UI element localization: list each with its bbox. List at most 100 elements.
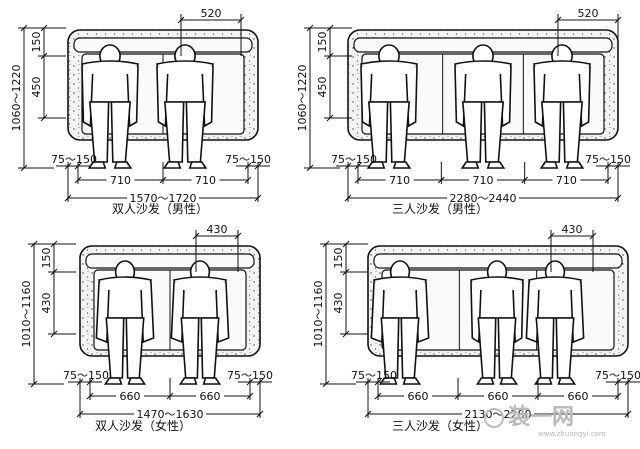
dim-seat-label: 710 — [556, 174, 577, 187]
figure-left-arm — [95, 281, 110, 344]
dim-tick — [254, 194, 262, 202]
dim-top-label: 430 — [562, 223, 583, 236]
dim-arm-left-label: 75～150 — [51, 153, 97, 166]
dim-top-label: 430 — [207, 223, 228, 236]
dim-tick — [244, 176, 252, 184]
dim-arm-right-label: 75～150 — [585, 153, 631, 166]
dim-arm-left-label: 75～150 — [63, 369, 109, 382]
dim-tick — [256, 410, 264, 418]
dim-tick — [86, 392, 94, 400]
seated-figure — [525, 260, 585, 385]
dim-depth-label: 450 — [316, 77, 329, 98]
figure-right-foot — [188, 161, 208, 169]
dim-seat-label: 660 — [568, 390, 589, 403]
figure-right-foot — [113, 161, 133, 169]
figure-right-foot — [127, 377, 147, 385]
dim-top-label: 520 — [201, 7, 222, 20]
figure-right-leg — [125, 317, 145, 379]
dim-tick — [521, 176, 529, 184]
dim-tick — [306, 164, 314, 172]
panel-caption: 双人沙发（女性） — [95, 418, 191, 433]
dim-tick — [237, 16, 245, 24]
figure-right-leg — [110, 101, 132, 163]
figure-right-leg — [497, 317, 517, 379]
dim-total-label: 2130～2280 — [465, 408, 532, 421]
seated-figure — [81, 44, 139, 169]
dim-tick — [192, 232, 200, 240]
dim-tick — [177, 16, 185, 24]
figure-left-arm — [370, 281, 385, 344]
sofa-backrest — [85, 253, 255, 269]
figure-left-foot — [103, 377, 123, 385]
dim-back-label: 150 — [332, 248, 345, 269]
panel-caption: 三人沙发（女性） — [392, 418, 488, 433]
figure-left-leg — [461, 101, 483, 163]
figure-left-foot — [178, 377, 198, 385]
dim-tick — [322, 380, 330, 388]
figure-right-leg — [555, 317, 575, 379]
figure-right-leg — [200, 317, 220, 379]
panel-caption: 三人沙发（男性） — [392, 201, 488, 216]
figure-left-foot — [162, 161, 182, 169]
figure-right-arm — [415, 281, 430, 344]
dim-top: 430 — [192, 223, 242, 272]
dim-seat-label: 710 — [389, 174, 410, 187]
dim-tick — [534, 392, 542, 400]
watermark-subtext: www.zhuangyi.com — [538, 430, 606, 438]
dim-overall-depth-label: 1010～1160 — [20, 281, 33, 348]
figure-right-arm — [570, 281, 585, 344]
figure-right-foot — [499, 377, 519, 385]
figure-right-foot — [202, 377, 222, 385]
dim-tick — [50, 268, 58, 276]
dim-overall-depth-label: 1060～1220 — [296, 65, 309, 132]
label-bg — [404, 390, 432, 401]
dim-total-label: 1570～1720 — [130, 192, 197, 205]
figure-left-foot — [533, 377, 553, 385]
dim-arm-left-label: 75～150 — [331, 153, 377, 166]
dim-tick — [589, 232, 597, 240]
dim-tick — [40, 52, 48, 60]
dim-tick — [342, 330, 350, 338]
dim-total-label: 1470～1630 — [137, 408, 204, 421]
watermark-logo-icon — [484, 408, 504, 428]
dim-tick — [40, 114, 48, 122]
panel-caption: 双人沙发（男性） — [112, 201, 208, 216]
dim-tick — [454, 392, 462, 400]
dim-top: 520 — [177, 7, 245, 56]
dim-top: 430 — [547, 223, 597, 272]
watermark: 装一网 www.zhuangyi.com — [484, 405, 606, 438]
dim-tick — [20, 164, 28, 172]
dim-tick — [547, 232, 555, 240]
figure-right-leg — [562, 101, 584, 163]
label-bg — [116, 390, 144, 401]
label-bg — [552, 174, 581, 185]
label-bg — [134, 408, 206, 419]
dim-depth-label: 430 — [40, 293, 53, 314]
seated-figure — [360, 44, 418, 169]
dim-depth-label: 450 — [30, 77, 43, 98]
dim-seat-label: 660 — [408, 390, 429, 403]
figure-right-foot — [392, 161, 412, 169]
figure-left-leg — [540, 101, 562, 163]
dim-depth-label: 430 — [332, 293, 345, 314]
label-bg — [469, 174, 497, 185]
label-bg — [106, 174, 135, 185]
figure-left-leg — [380, 317, 400, 379]
dim-overall-depth-label: 1060～1220 — [10, 65, 23, 132]
dim-tick — [159, 176, 167, 184]
sofa-backrest — [73, 37, 253, 53]
dim-back-label: 150 — [30, 32, 43, 53]
dim-tick — [20, 24, 28, 32]
figure-left-foot — [460, 161, 480, 169]
label-bg — [484, 390, 512, 401]
seated-figure — [95, 260, 155, 385]
dim-total-label: 2280～2440 — [450, 192, 517, 205]
label-bg — [127, 192, 199, 203]
